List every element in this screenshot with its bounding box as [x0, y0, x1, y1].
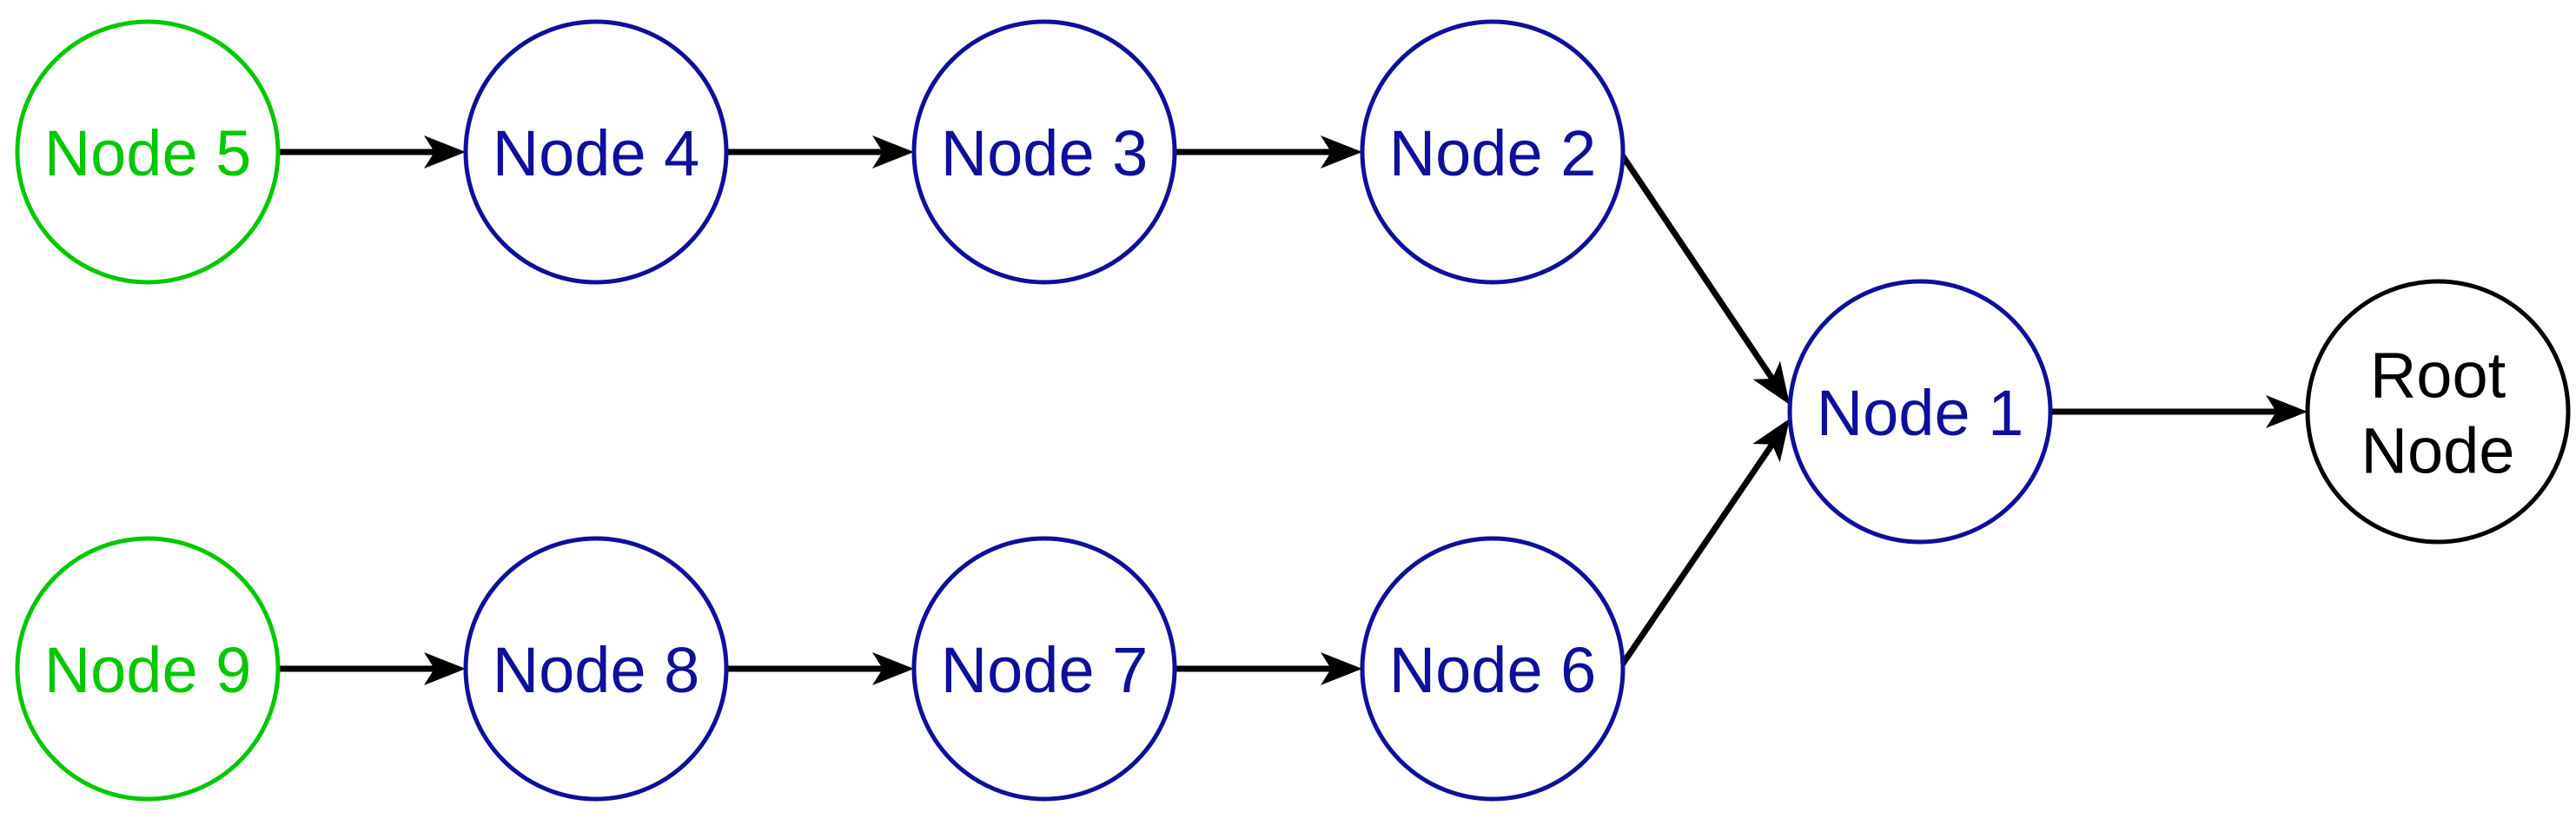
arrowhead-icon: [872, 652, 914, 685]
node-label-line: Node 9: [44, 634, 252, 706]
node-label-line: Node 2: [1389, 117, 1597, 189]
node-label-line: Node 8: [493, 634, 700, 706]
arrowhead-icon: [2266, 395, 2308, 428]
node-label-line: Node 4: [493, 117, 700, 189]
node-label-node4: Node 4: [493, 117, 700, 189]
node-circle-node4: [463, 19, 729, 285]
node-circle-node2: [1360, 19, 1626, 285]
edge-node1-root: [2050, 395, 2308, 428]
edge-line: [1619, 152, 1775, 381]
node-node8: Node 8: [463, 536, 729, 802]
arrowhead-icon: [872, 135, 914, 168]
node-label-line: Node 1: [1817, 377, 2024, 449]
node-label-node3: Node 3: [941, 117, 1149, 189]
edge-node5-node4: [278, 135, 466, 168]
node-label-line: Node: [2361, 415, 2515, 487]
node-node3: Node 3: [911, 19, 1177, 285]
node-circle-node9: [15, 536, 281, 802]
node-label-line: Node 7: [941, 634, 1149, 706]
node-label-line: Root: [2370, 340, 2506, 412]
edge-node4-node3: [726, 135, 914, 168]
arrowhead-icon: [424, 135, 466, 168]
edge-node9-node8: [278, 652, 466, 685]
node-circle-node8: [463, 536, 729, 802]
node-circle-node3: [911, 19, 1177, 285]
edge-node7-node6: [1175, 652, 1362, 685]
node-node7: Node 7: [911, 536, 1177, 802]
node-circle-node6: [1360, 536, 1626, 802]
arrowhead-icon: [1752, 360, 1790, 405]
edge-line: [1619, 442, 1775, 668]
arrowhead-icon: [1752, 419, 1790, 463]
node-label-node6: Node 6: [1389, 634, 1597, 706]
node-circle-root: [2305, 279, 2571, 545]
node-node4: Node 4: [463, 19, 729, 285]
edge-node2-node1: [1619, 152, 1790, 405]
node-label-node5: Node 5: [44, 117, 252, 189]
node-circle-node5: [15, 19, 281, 285]
node-node9: Node 9: [15, 536, 281, 802]
edge-node6-node1: [1619, 419, 1790, 668]
edge-node3-node2: [1175, 135, 1362, 168]
node-node1: Node 1: [1787, 279, 2053, 545]
edge-node8-node7: [726, 652, 914, 685]
node-node5: Node 5: [15, 19, 281, 285]
arrowhead-icon: [1321, 135, 1362, 168]
node-circle-node1: [1787, 279, 2053, 545]
node-label-node9: Node 9: [44, 634, 252, 706]
arrowhead-icon: [424, 652, 466, 685]
node-node2: Node 2: [1360, 19, 1626, 285]
node-label-line: Node 6: [1389, 634, 1597, 706]
arrowhead-icon: [1321, 652, 1362, 685]
node-circle-node7: [911, 536, 1177, 802]
node-label-node8: Node 8: [493, 634, 700, 706]
node-label-node2: Node 2: [1389, 117, 1597, 189]
node-label-node1: Node 1: [1817, 377, 2024, 449]
node-label-line: Node 3: [941, 117, 1149, 189]
node-label-line: Node 5: [44, 117, 252, 189]
node-label-node7: Node 7: [941, 634, 1149, 706]
node-node6: Node 6: [1360, 536, 1626, 802]
